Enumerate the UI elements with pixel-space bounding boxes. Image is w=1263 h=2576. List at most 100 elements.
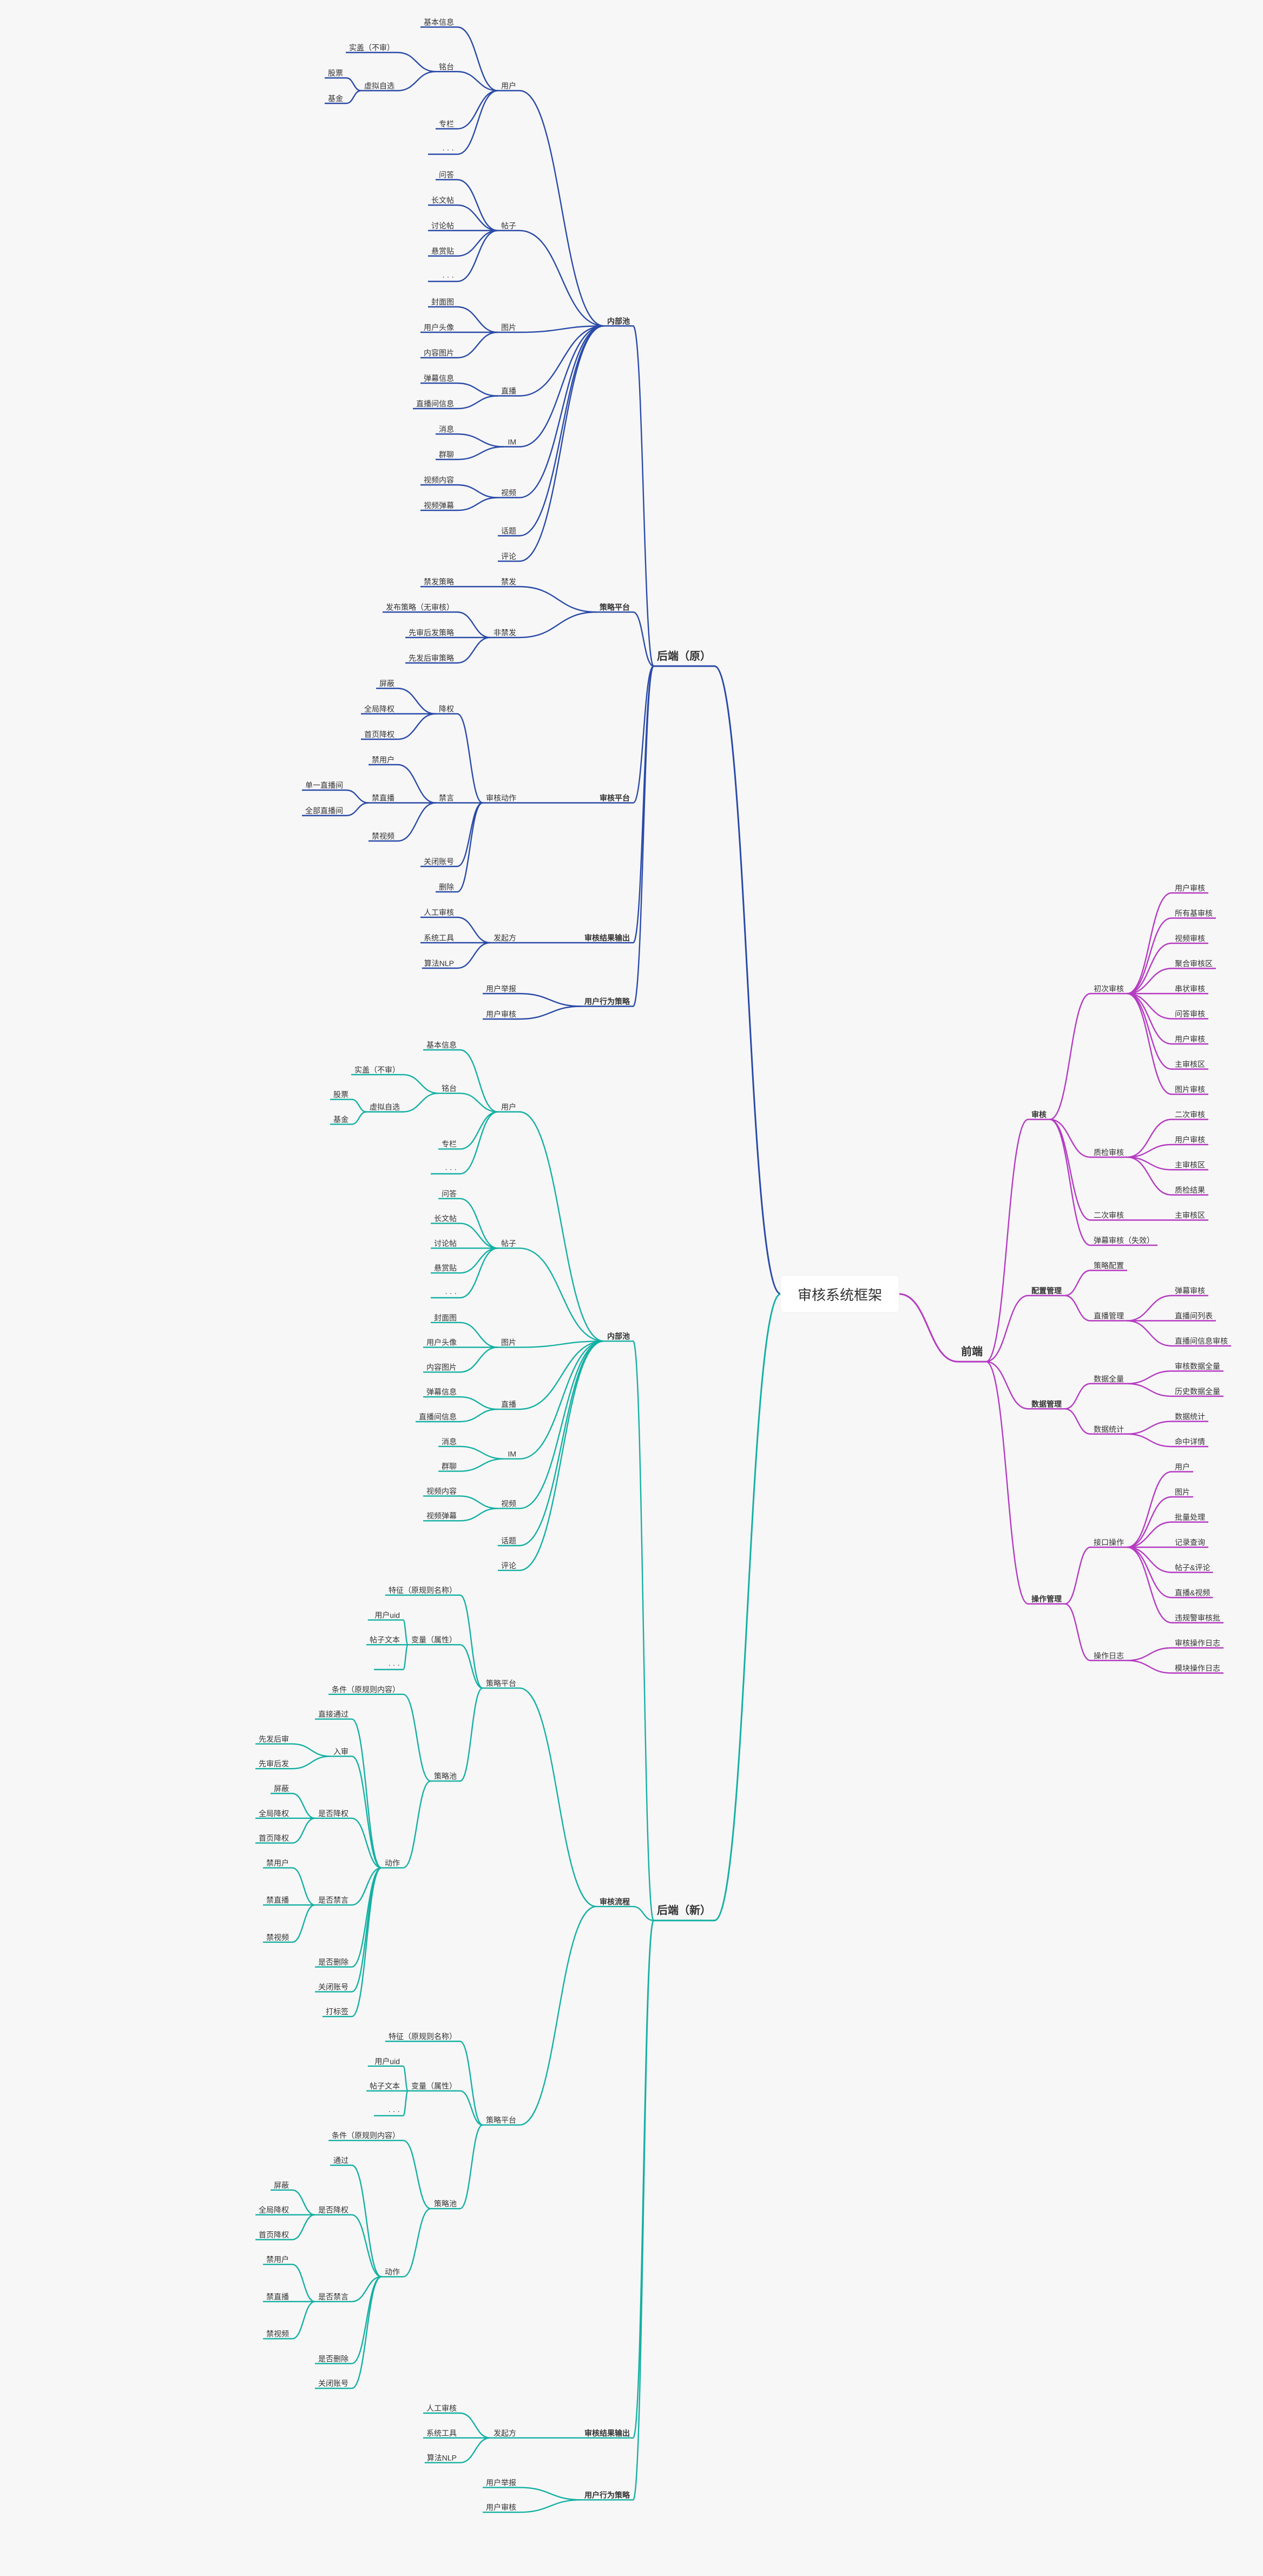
node-label-27[interactable]: 视频 <box>501 489 516 497</box>
node-label-122[interactable]: 变量（属性） <box>411 2082 457 2091</box>
node-label-160[interactable]: 主审核区 <box>1175 1060 1205 1069</box>
node-label-60[interactable]: 用户审核 <box>486 1010 516 1018</box>
node-label-38[interactable]: 先发后审策略 <box>409 654 454 662</box>
node-label-34[interactable]: 禁发策略 <box>424 577 454 586</box>
node-label-49[interactable]: 全部直播间 <box>305 806 343 815</box>
node-label-184[interactable]: 接口操作 <box>1094 1538 1124 1547</box>
node-label-102[interactable]: 动作 <box>385 1858 400 1867</box>
node-label-162[interactable]: 质检审核 <box>1094 1148 1124 1156</box>
node-label-16[interactable]: · · · <box>442 272 454 281</box>
node-label-144[interactable]: 人工审核 <box>426 2404 457 2413</box>
node-label-50[interactable]: 禁视频 <box>372 832 394 840</box>
node-label-36[interactable]: 发布策略（无审核） <box>386 603 454 612</box>
node-label-15[interactable]: 悬赏贴 <box>431 247 454 255</box>
node-label-7[interactable]: 股票 <box>328 69 343 77</box>
node-label-107[interactable]: 是否降权 <box>318 1809 348 1818</box>
node-label-96[interactable]: 变量（属性） <box>411 1635 457 1644</box>
node-label-18[interactable]: 封面图 <box>431 298 454 306</box>
node-label-106[interactable]: 先审后发 <box>259 1759 289 1768</box>
node-label-44[interactable]: 首页降权 <box>364 730 394 739</box>
node-label-194[interactable]: 模块操作日志 <box>1175 1664 1220 1673</box>
node-label-181[interactable]: 数据统计 <box>1175 1412 1205 1421</box>
node-label-170[interactable]: 配置管理 <box>1031 1286 1062 1295</box>
node-label-74[interactable]: 长文帖 <box>434 1214 457 1223</box>
node-label-72[interactable]: 帖子 <box>501 1239 516 1247</box>
node-label-134[interactable]: 是否禁言 <box>318 2292 348 2301</box>
node-label-68[interactable]: 股票 <box>333 1090 348 1099</box>
node-label-148[interactable]: 用户举报 <box>486 2478 516 2487</box>
node-label-180[interactable]: 数据统计 <box>1094 1425 1124 1434</box>
node-label-136[interactable]: 禁直播 <box>266 2292 289 2301</box>
node-label-108[interactable]: 屏蔽 <box>274 1784 289 1793</box>
node-label-30[interactable]: 话题 <box>501 527 516 535</box>
node-label-120[interactable]: 策略平台 <box>486 2116 516 2125</box>
node-label-71[interactable]: · · · <box>445 1165 457 1173</box>
node-label-103[interactable]: 直接通过 <box>318 1710 348 1719</box>
node-label-45[interactable]: 禁言 <box>439 794 454 803</box>
node-label-73[interactable]: 问答 <box>442 1190 457 1198</box>
node-label-12[interactable]: 问答 <box>439 170 454 179</box>
node-label-19[interactable]: 用户头像 <box>424 323 454 332</box>
node-label-58[interactable]: 用户行为策略 <box>584 997 630 1006</box>
node-label-84[interactable]: 直播间信息 <box>419 1412 457 1421</box>
node-label-41[interactable]: 降权 <box>439 705 454 713</box>
node-label-140[interactable]: 是否删除 <box>318 2354 348 2363</box>
node-label-187[interactable]: 批量处理 <box>1175 1513 1205 1522</box>
node-label-172[interactable]: 直播管理 <box>1094 1312 1124 1320</box>
node-label-54[interactable]: 发起方 <box>494 934 516 942</box>
node-label-173[interactable]: 弹幕审核 <box>1175 1286 1205 1295</box>
node-label-165[interactable]: 主审核区 <box>1175 1161 1205 1169</box>
node-label-175[interactable]: 直播间信息审核 <box>1175 1337 1228 1345</box>
node-label-82[interactable]: 直播 <box>501 1400 516 1409</box>
node-label-147[interactable]: 用户行为策略 <box>584 2490 630 2499</box>
node-label-154[interactable]: 所有基审核 <box>1175 909 1213 918</box>
node-label-80[interactable]: 用户头像 <box>426 1338 457 1347</box>
node-label-5[interactable]: 实盖（不审） <box>349 43 394 52</box>
node-label-182[interactable]: 命中详情 <box>1175 1437 1205 1446</box>
node-label-9[interactable]: 专栏 <box>439 120 454 128</box>
node-label-90[interactable]: 视频弹幕 <box>426 1512 457 1520</box>
node-label-99[interactable]: · · · <box>388 1660 400 1669</box>
node-label-153[interactable]: 用户审核 <box>1175 884 1205 892</box>
node-label-2[interactable]: 用户 <box>501 82 516 90</box>
node-label-109[interactable]: 全局降权 <box>259 1809 289 1818</box>
node-label-26[interactable]: 群聊 <box>439 450 454 459</box>
node-label-32[interactable]: 策略平台 <box>599 603 630 612</box>
node-label-100[interactable]: 策略池 <box>434 1772 457 1780</box>
node-label-141[interactable]: 关闭账号 <box>318 2379 348 2388</box>
node-label-66[interactable]: 实盖（不审） <box>354 1066 400 1074</box>
node-label-131[interactable]: 屏蔽 <box>274 2181 289 2190</box>
node-label-185[interactable]: 用户 <box>1175 1463 1190 1471</box>
node-label-42[interactable]: 屏蔽 <box>379 679 394 688</box>
node-label-167[interactable]: 二次审核 <box>1094 1211 1124 1220</box>
node-label-1[interactable]: 内部池 <box>607 317 630 325</box>
node-label-119[interactable]: 打标签 <box>326 2007 348 2016</box>
node-label-189[interactable]: 帖子&评论 <box>1175 1563 1210 1572</box>
node-label-83[interactable]: 弹幕信息 <box>426 1388 457 1396</box>
node-label-57[interactable]: 算法NLP <box>424 959 454 968</box>
node-label-13[interactable]: 长文帖 <box>431 196 454 205</box>
node-label-139[interactable]: 禁视频 <box>266 2330 289 2338</box>
node-label-163[interactable]: 二次审核 <box>1175 1110 1205 1119</box>
node-label-88[interactable]: 视频 <box>501 1499 516 1508</box>
node-label-87[interactable]: 群聊 <box>442 1462 457 1471</box>
node-label-20[interactable]: 内容图片 <box>424 349 454 357</box>
node-label-70[interactable]: 专栏 <box>442 1140 457 1148</box>
node-label-166[interactable]: 质检结果 <box>1175 1186 1205 1194</box>
node-label-0[interactable]: 后端（原） <box>657 650 711 662</box>
node-label-62[interactable]: 内部池 <box>607 1332 630 1340</box>
node-label-97[interactable]: 用户uid <box>374 1611 400 1619</box>
node-label-81[interactable]: 内容图片 <box>426 1363 457 1371</box>
node-label-161[interactable]: 图片审核 <box>1175 1085 1205 1094</box>
node-label-149[interactable]: 用户审核 <box>486 2503 516 2512</box>
node-label-39[interactable]: 审核平台 <box>600 794 630 803</box>
node-label-4[interactable]: 铭台 <box>439 62 454 71</box>
node-label-126[interactable]: 策略池 <box>434 2199 457 2208</box>
node-label-17[interactable]: 图片 <box>501 323 516 332</box>
node-label-110[interactable]: 首页降权 <box>259 1834 289 1843</box>
node-label-191[interactable]: 违规警审核批 <box>1175 1614 1220 1622</box>
node-label-93[interactable]: 审核流程 <box>600 1897 630 1906</box>
node-label-118[interactable]: 关闭账号 <box>318 1982 348 1991</box>
node-label-116[interactable]: 禁视频 <box>266 1933 289 1942</box>
node-label-113[interactable]: 禁直播 <box>266 1896 289 1904</box>
